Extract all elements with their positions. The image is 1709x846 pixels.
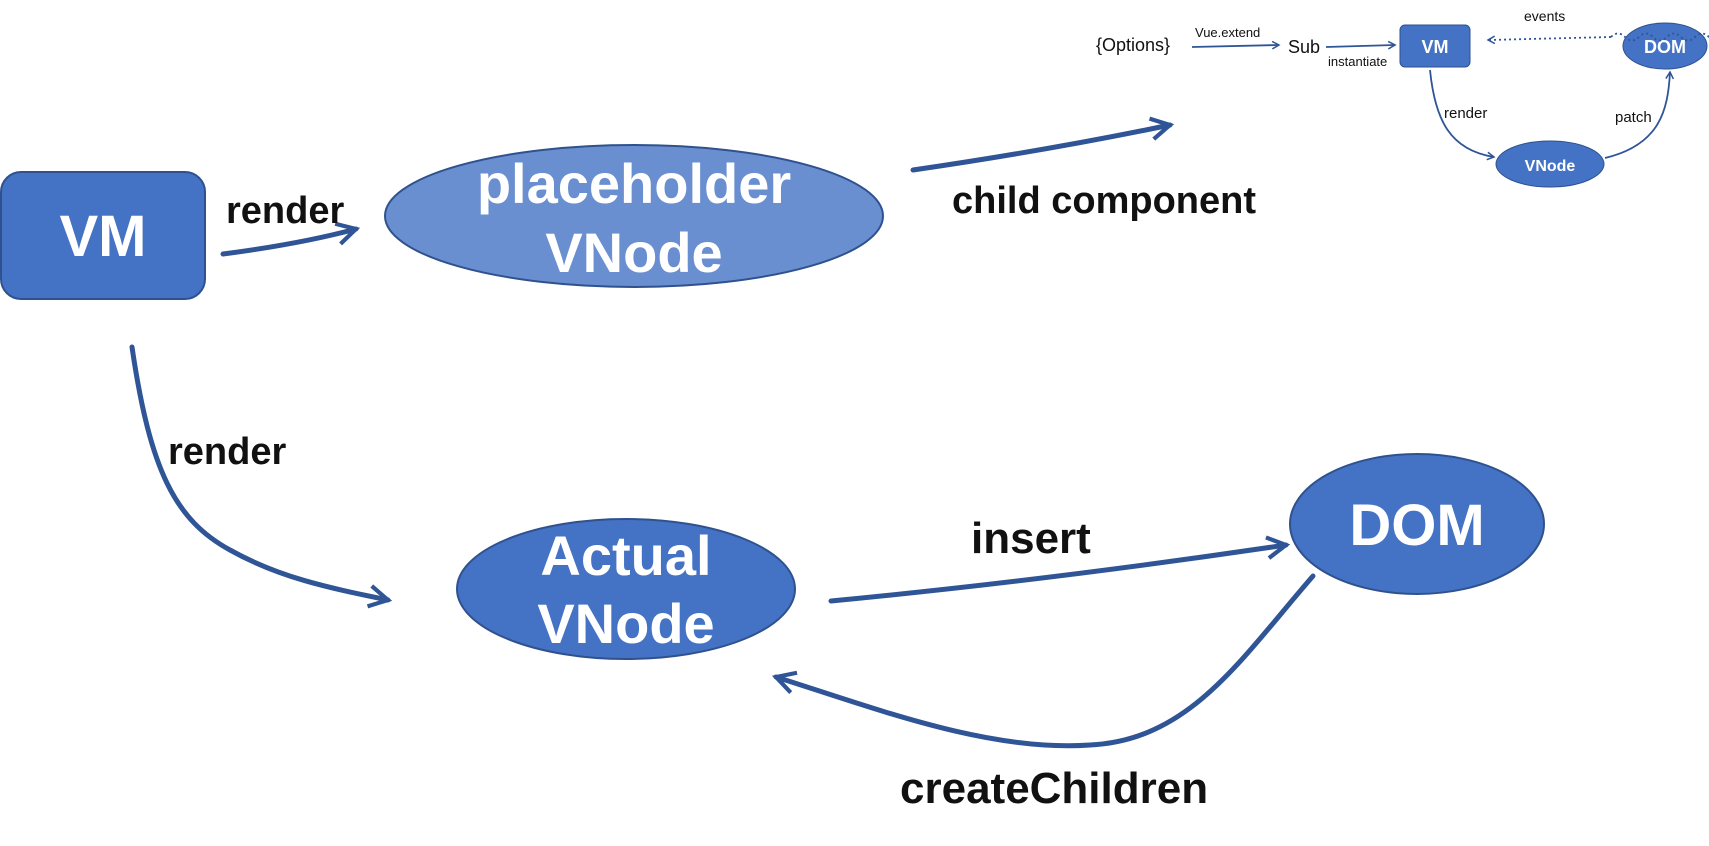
dom-node-label: DOM: [1349, 493, 1484, 558]
inset-vue-extend-label: Vue.extend: [1195, 25, 1260, 40]
edge-vm-to-actual-vnode: [129, 344, 388, 600]
inset-sub-label: Sub: [1288, 37, 1320, 57]
inset-edge-vnode-to-dom: [1604, 72, 1670, 159]
edge-dom-to-actual-vnode: [776, 573, 1316, 749]
inset-render-label: render: [1444, 105, 1487, 122]
dom-node: DOM: [1289, 453, 1545, 595]
placeholder-vnode-label-line2: VNode: [545, 221, 722, 284]
inset-events-label: events: [1524, 8, 1565, 24]
inset-dom-label: DOM: [1644, 37, 1686, 57]
placeholder-vnode-label-line1: placeholder: [477, 152, 791, 215]
edge-label-vm-render-placeholder: render: [226, 190, 344, 232]
inset-patch-label: patch: [1615, 109, 1652, 126]
inset-instantiate-label: instantiate: [1328, 54, 1387, 69]
inset-vm-label: VM: [1422, 37, 1449, 57]
inset-edge-options-to-sub: [1191, 45, 1279, 47]
inset-diagram: {Options} Vue.extend Sub instantiate VM …: [1096, 8, 1709, 188]
actual-vnode-label-line2: VNode: [537, 592, 714, 655]
inset-vnode-label: VNode: [1525, 158, 1576, 175]
inset-options-label: {Options}: [1096, 35, 1170, 55]
inset-edge-sub-to-vm: [1325, 45, 1395, 47]
vm-node-label: VM: [60, 204, 147, 269]
actual-vnode-node: Actual VNode: [456, 518, 796, 660]
placeholder-vnode-node: placeholder VNode: [384, 144, 884, 288]
inset-edge-dom-to-vm-events: [1488, 34, 1709, 41]
edge-vm-to-placeholder: [220, 229, 356, 257]
edge-label-child-component: child component: [952, 180, 1256, 222]
inset-vnode-node: VNode: [1495, 140, 1605, 188]
edge-label-insert: insert: [971, 514, 1091, 563]
inset-vm-node: VM: [1399, 24, 1471, 68]
vm-node: VM: [0, 171, 206, 300]
inset-dom-node: DOM: [1622, 22, 1708, 70]
edge-actual-to-dom: [828, 545, 1286, 604]
inset-edge-vm-to-vnode: [1429, 69, 1494, 157]
edge-label-vm-render-actual: render: [168, 431, 286, 473]
edge-label-create-children: createChildren: [900, 764, 1208, 813]
edge-placeholder-to-child-component: [910, 125, 1170, 173]
actual-vnode-label-line1: Actual: [540, 524, 711, 587]
